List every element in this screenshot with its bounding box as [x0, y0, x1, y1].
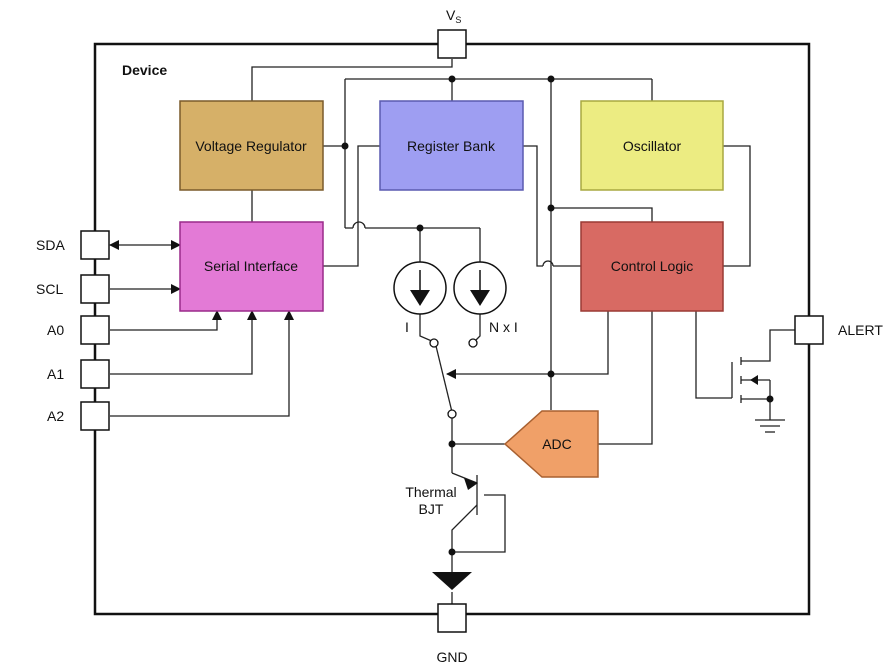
pin-alert-label: ALERT — [838, 322, 883, 338]
register-bank-block — [379, 100, 524, 191]
pin-scl — [80, 274, 110, 304]
pin-vs — [437, 29, 467, 59]
current-source-nxi-label: N x I — [489, 319, 518, 335]
pin-scl-label: SCL — [36, 281, 63, 297]
voltage-regulator-label: Voltage Regulator — [195, 138, 307, 154]
register-bank-label: Register Bank — [407, 138, 496, 154]
mosfet-arrow — [750, 375, 758, 385]
pin-sda-label: SDA — [36, 237, 65, 253]
oscillator-block — [580, 100, 724, 191]
pin-a1-label: A1 — [47, 366, 64, 382]
current-source-i-label: I — [405, 319, 409, 335]
current-source-nxi — [453, 261, 507, 315]
switch-contact-left — [429, 338, 439, 348]
current-source-i — [393, 261, 447, 315]
oscillator-label: Oscillator — [623, 138, 682, 154]
thermal-bjt-label-line2: BJT — [419, 501, 444, 517]
pin-a0 — [80, 315, 110, 345]
pin-gnd — [437, 603, 467, 633]
bjt-emitter-arrow — [464, 478, 478, 490]
adc-label: ADC — [542, 436, 572, 452]
pin-alert — [794, 315, 824, 345]
adc-block — [503, 410, 599, 478]
switch-contact-right — [468, 338, 478, 348]
control-logic-label: Control Logic — [611, 258, 694, 274]
gnd-symbol — [432, 572, 472, 590]
serial-interface-label: Serial Interface — [204, 258, 298, 274]
pin-a2-label: A2 — [47, 408, 64, 424]
serial-interface-block — [179, 221, 324, 312]
pin-a1 — [80, 359, 110, 389]
voltage-regulator-block — [179, 100, 324, 191]
thermal-bjt-label-line1: Thermal — [405, 484, 456, 500]
pin-a0-label: A0 — [47, 322, 64, 338]
device-label: Device — [122, 62, 167, 78]
pin-gnd-label: GND — [436, 649, 467, 665]
pin-sda — [80, 230, 110, 260]
pin-a2 — [80, 401, 110, 431]
pin-vs-label: VS — [446, 7, 461, 25]
control-logic-block — [580, 221, 724, 312]
junction-dots — [341, 75, 774, 556]
switch-pivot — [447, 409, 457, 419]
